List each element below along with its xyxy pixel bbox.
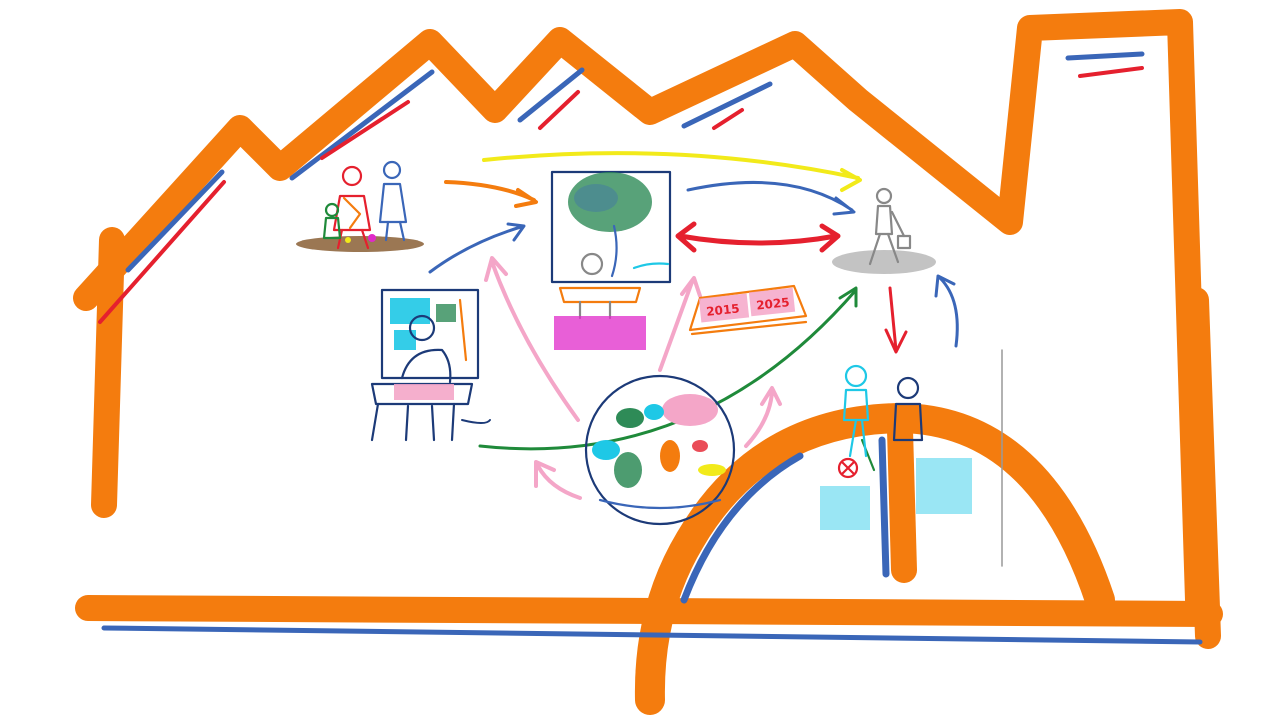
factory-accent-lines [98,51,1203,645]
accent-blue-arch [680,452,804,604]
arrow-pink-1 [484,256,580,422]
arrow-blue-up [934,274,959,348]
arrow-yellow [482,151,862,192]
accent-red-2 [320,100,410,160]
tree-classroom-icon [550,170,672,350]
arrow-blue-top [686,180,856,216]
accent-blue-3 [517,67,585,123]
children-playground-icon [820,364,972,530]
accent-blue-1 [125,169,225,273]
arrow-pink-4 [534,460,582,500]
arrow-pink-3 [744,386,782,448]
person-walking-icon [832,187,936,274]
world-globe-icon [584,374,736,526]
arch-pillar [887,417,917,583]
factory-left-wall [91,227,125,518]
factory-arch [634,403,1115,715]
factory-right-wall [1183,287,1221,649]
arrow-pink-2 [658,276,702,372]
book-year-right: 2025 [756,295,791,312]
timeline-book-icon: 2015 2025 [688,284,808,336]
accent-blue-2 [289,69,435,181]
accent-blue-4 [681,81,773,129]
accent-blue-pillar [878,436,890,578]
accent-red-4 [712,108,744,130]
accent-red-1 [98,180,226,324]
family-group-icon [296,160,424,252]
accent-red-3 [538,90,580,130]
arrow-blue-desk [428,222,526,274]
accent-red-5 [1078,66,1144,78]
arrow-navy-curl [461,419,491,424]
accent-blue-5 [1065,51,1145,61]
factory-roof [73,9,1211,613]
book-year-left: 2015 [706,301,741,318]
arrow-orange [444,180,538,208]
factory-outline [73,9,1223,715]
arrow-red-down [884,286,908,354]
arrow-red-double [675,221,841,253]
accent-blue-floor [101,625,1203,645]
person-at-desk-map-icon [370,288,480,442]
